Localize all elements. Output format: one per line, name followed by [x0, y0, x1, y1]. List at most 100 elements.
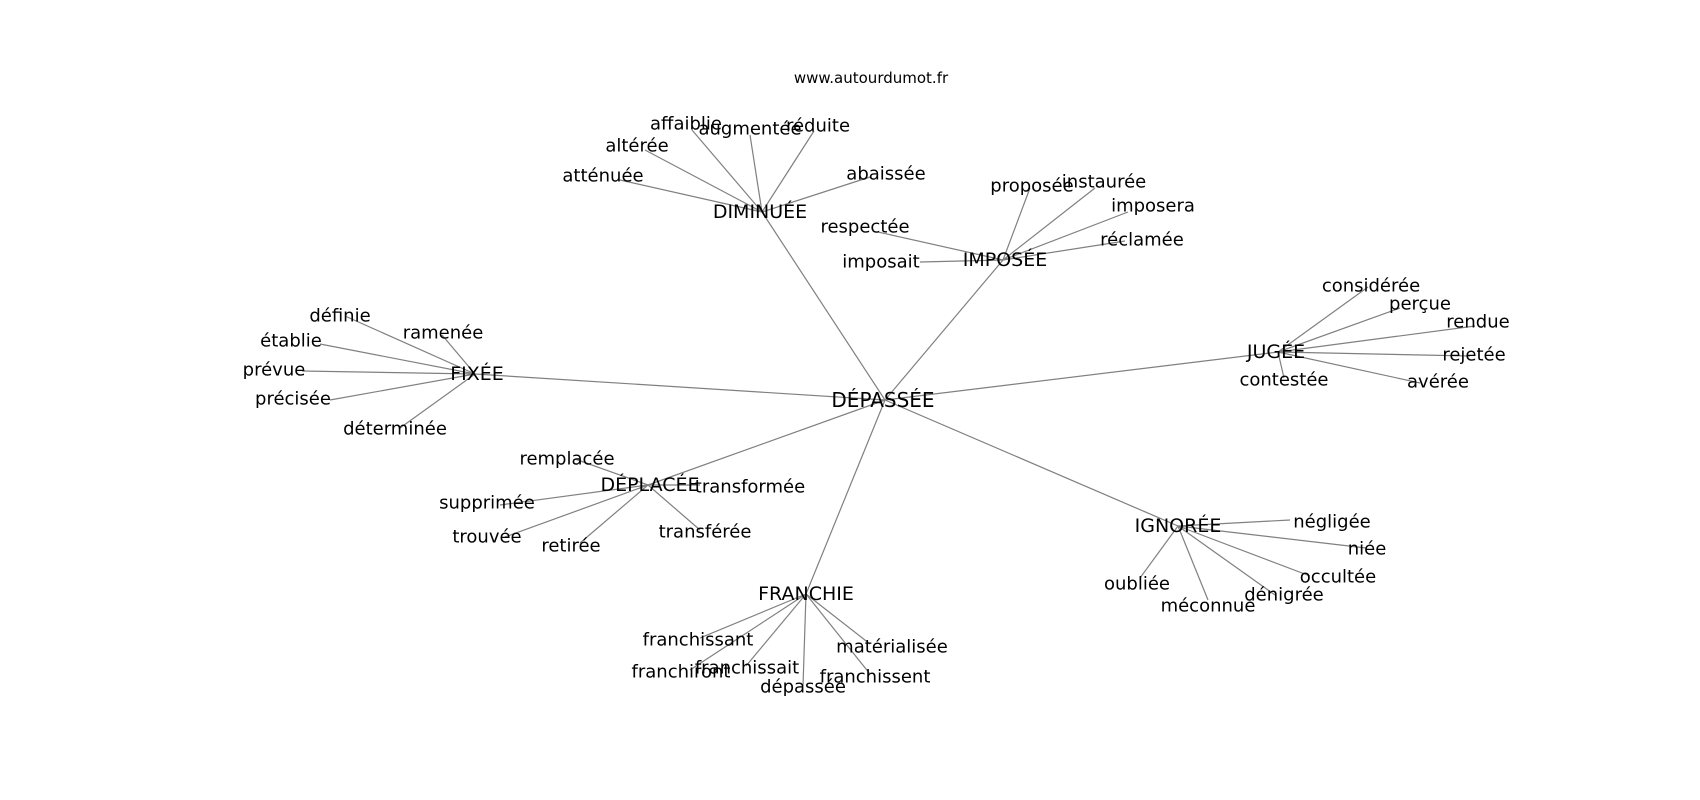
leaf-node-remplacee[interactable]: remplacée — [519, 449, 614, 470]
edge-deplacee-retiree — [579, 484, 649, 544]
leaf-node-imposera[interactable]: imposera — [1111, 196, 1195, 217]
leaf-node-occultee[interactable]: occultée — [1300, 567, 1376, 588]
edge-jugee-contestee — [1277, 351, 1285, 379]
edge-center-jugee — [884, 351, 1279, 401]
leaf-node-niee[interactable]: niée — [1348, 539, 1387, 560]
leaf-node-attenuee[interactable]: atténuée — [562, 166, 643, 187]
edge-center-deplacee — [647, 399, 886, 486]
edges-layer — [301, 129, 1476, 687]
edge-center-ignoree — [884, 399, 1179, 527]
leaf-node-supprimee[interactable]: supprimée — [439, 493, 535, 514]
edge-fixee-definie — [344, 315, 476, 375]
leaf-node-reduite[interactable]: réduite — [786, 116, 850, 137]
edge-ignoree-occultee — [1177, 525, 1311, 577]
leaf-node-franchiront[interactable]: franchiront — [632, 662, 731, 683]
edge-ignoree-niee — [1177, 525, 1367, 549]
edge-imposee-reclamee — [1002, 240, 1126, 261]
edge-center-imposee — [884, 259, 1004, 401]
leaf-node-abaissee[interactable]: abaissée — [846, 164, 925, 185]
edge-jugee-percue — [1277, 307, 1401, 353]
edge-franchie-franchiront — [689, 593, 807, 671]
leaf-node-reclamee[interactable]: réclamée — [1100, 230, 1184, 251]
edge-deplacee-remplacee — [574, 458, 649, 486]
edge-imposee-proposee — [1002, 187, 1031, 261]
leaf-node-instauree[interactable]: instaurée — [1062, 172, 1146, 193]
edge-diminuee-augmentee — [749, 134, 763, 213]
leaf-node-contestee[interactable]: contestée — [1239, 370, 1328, 391]
leaf-node-percue[interactable]: perçue — [1389, 294, 1451, 315]
leaf-node-trouvee[interactable]: trouvée — [452, 527, 521, 548]
edge-fixee-precisee — [329, 373, 476, 401]
leaf-node-alteree[interactable]: altérée — [605, 136, 668, 157]
leaf-node-determinee[interactable]: déterminée — [343, 419, 447, 440]
source-label: www.autourdumot.fr — [794, 69, 949, 87]
leaf-node-etablie[interactable]: établie — [260, 331, 322, 352]
leaf-node-materialisee[interactable]: matérialisée — [836, 637, 948, 658]
edge-imposee-imposera — [1002, 211, 1129, 261]
edge-fixee-ramenee — [441, 334, 476, 375]
leaf-node-affaiblie[interactable]: affaiblie — [650, 114, 722, 135]
edge-fixee-determinee — [399, 373, 476, 429]
leaf-node-ramenee[interactable]: ramenée — [403, 323, 484, 344]
leaf-node-rejetee[interactable]: rejetée — [1442, 345, 1505, 366]
edge-ignoree-meconnue — [1177, 525, 1209, 601]
leaf-node-augmentee[interactable]: augmentée — [698, 119, 801, 140]
edge-diminuee-reduite — [761, 130, 815, 213]
hub-node-fixee[interactable]: FIXÉE — [450, 362, 504, 385]
leaf-node-imposait[interactable]: imposait — [842, 252, 919, 273]
leaf-node-respectee[interactable]: respectée — [820, 217, 909, 238]
edge-jugee-rejetee — [1277, 351, 1471, 357]
edge-jugee-averee — [1277, 351, 1421, 384]
hub-node-franchie[interactable]: FRANCHIE — [758, 583, 854, 605]
leaf-node-rendue[interactable]: rendue — [1446, 312, 1509, 333]
edge-center-franchie — [805, 399, 886, 595]
edge-fixee-prevue — [301, 370, 476, 375]
hub-node-diminuee[interactable]: DIMINUÉE — [713, 200, 807, 223]
edge-diminuee-attenuee — [619, 179, 763, 213]
edge-diminuee-alteree — [644, 149, 763, 213]
leaf-node-oubliee[interactable]: oubliée — [1104, 574, 1170, 595]
leaf-node-prevue[interactable]: prévue — [243, 360, 306, 381]
edge-franchie-depassee — [802, 593, 807, 687]
edge-franchie-franchissant — [699, 593, 807, 639]
leaf-node-consideree[interactable]: considérée — [1322, 276, 1420, 297]
leaf-node-franchissait[interactable]: franchissait — [695, 658, 799, 679]
edge-imposee-respectee — [877, 231, 1004, 261]
edge-franchie-materialisee — [805, 593, 871, 645]
leaf-node-transferee[interactable]: transférée — [659, 522, 752, 543]
edge-center-fixee — [474, 373, 886, 401]
edge-deplacee-supprimee — [499, 484, 649, 506]
hub-node-ignoree[interactable]: IGNORÉE — [1135, 514, 1222, 537]
edge-deplacee-trouvee — [504, 484, 649, 538]
edge-jugee-consideree — [1277, 286, 1369, 353]
labels-layer: DÉPASSÉE DIMINUÉE affaiblieaugmentéeréduit… — [243, 114, 1510, 698]
leaf-node-definie[interactable]: définie — [309, 306, 370, 327]
edge-diminuee-abaissee — [761, 176, 871, 213]
leaf-node-franchissent[interactable]: franchissent — [820, 667, 931, 688]
edge-ignoree-oubliee — [1139, 525, 1179, 579]
edge-imposee-imposait — [919, 259, 1004, 263]
edge-franchie-franchissent — [805, 593, 871, 675]
leaf-node-negligee[interactable]: négligée — [1293, 512, 1370, 533]
leaf-node-denigree[interactable]: dénigrée — [1244, 585, 1324, 606]
hub-node-jugee[interactable]: JUGÉE — [1246, 340, 1305, 363]
leaf-node-retiree[interactable]: retirée — [541, 536, 600, 557]
leaf-node-averee[interactable]: avérée — [1407, 372, 1469, 393]
leaf-node-transformee[interactable]: transformée — [695, 477, 805, 498]
edge-center-diminuee — [761, 211, 886, 401]
leaf-node-precisee[interactable]: précisée — [255, 389, 331, 410]
edge-franchie-franchissait — [745, 593, 807, 667]
hub-node-imposee[interactable]: IMPOSÉE — [963, 248, 1047, 271]
leaf-node-depassee[interactable]: dépassée — [760, 677, 846, 698]
hub-node-deplacee[interactable]: DÉPLACÉE — [600, 473, 699, 496]
leaf-node-proposee[interactable]: proposée — [990, 176, 1073, 197]
edge-fixee-etablie — [319, 343, 476, 375]
edge-deplacee-transferee — [647, 484, 701, 531]
center-word-node[interactable]: DÉPASSÉE — [831, 388, 934, 412]
edge-jugee-rendue — [1277, 325, 1476, 353]
edge-ignoree-denigree — [1177, 525, 1276, 596]
edge-ignoree-negligee — [1177, 519, 1291, 527]
leaf-node-franchissant[interactable]: franchissant — [643, 630, 754, 651]
leaf-node-meconnue[interactable]: méconnue — [1161, 596, 1256, 617]
